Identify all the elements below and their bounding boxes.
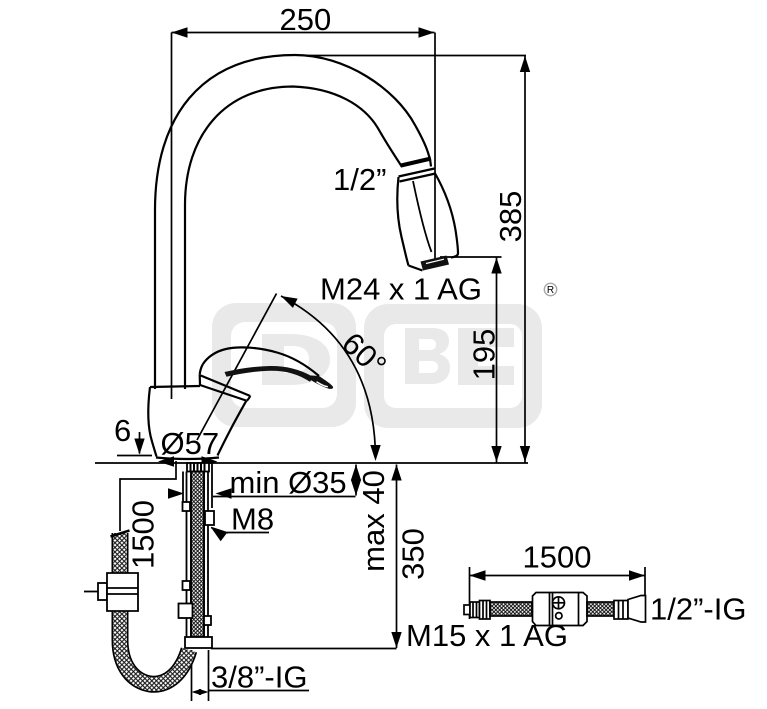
svg-text:350: 350 xyxy=(396,528,431,580)
svg-text:3/8”-IG: 3/8”-IG xyxy=(211,660,307,695)
svg-text:R: R xyxy=(547,285,554,296)
svg-text:M15 x 1 AG: M15 x 1 AG xyxy=(406,618,568,653)
svg-text:1/2”-IG: 1/2”-IG xyxy=(650,592,746,627)
svg-text:6: 6 xyxy=(114,413,131,448)
svg-text:M24 x 1 AG: M24 x 1 AG xyxy=(320,272,482,307)
svg-text:M8: M8 xyxy=(231,502,274,537)
svg-text:1500: 1500 xyxy=(523,540,592,575)
svg-text:min Ø35: min Ø35 xyxy=(230,465,347,500)
svg-text:385: 385 xyxy=(493,191,528,243)
svg-text:max 40: max 40 xyxy=(356,470,391,572)
svg-text:1500: 1500 xyxy=(126,500,161,569)
svg-text:Ø57: Ø57 xyxy=(161,426,220,461)
svg-text:195: 195 xyxy=(467,329,502,381)
svg-text:1/2”: 1/2” xyxy=(333,162,386,197)
svg-text:250: 250 xyxy=(280,2,332,37)
